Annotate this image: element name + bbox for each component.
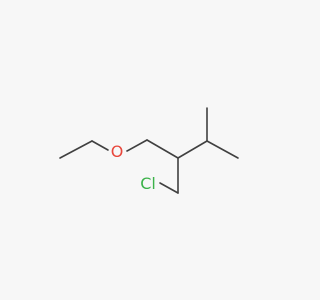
bond-chloromethyl-chlorine	[159, 182, 179, 194]
chlorine-atom-label: Cl	[140, 174, 156, 193]
bond-methylene-center	[146, 139, 179, 159]
structure-diagram: O Cl	[59, 107, 239, 194]
molecule-canvas: O Cl	[59, 107, 239, 194]
oxygen-atom-label: O	[111, 142, 124, 161]
bond-isopropyl-methyl-right	[206, 140, 239, 159]
bond-methyl-ethyl	[59, 140, 93, 159]
bond-ethyl-oxygen	[91, 140, 109, 151]
bond-oxygen-methylene	[126, 139, 148, 152]
skeleton-bonds	[59, 107, 239, 194]
bond-center-isopropyl	[177, 140, 208, 159]
